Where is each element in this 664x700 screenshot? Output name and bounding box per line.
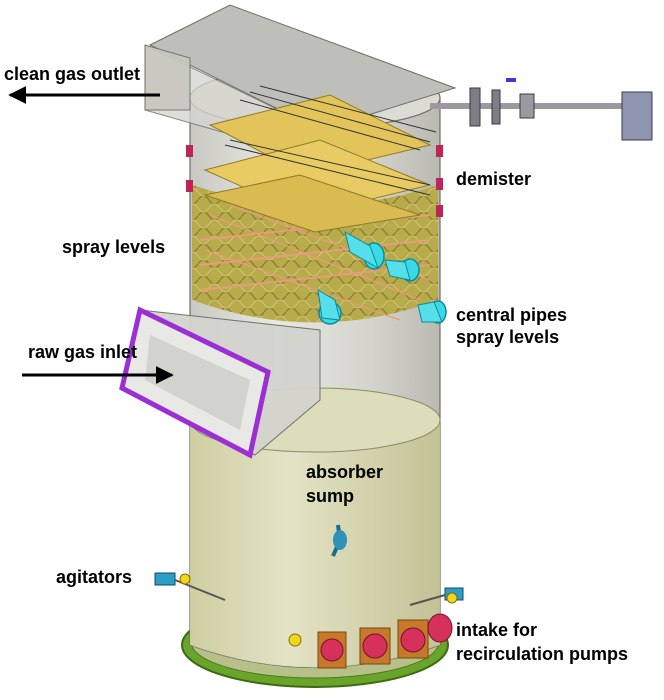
label-intake-line2: recirculation pumps — [456, 644, 629, 664]
measurement-probe — [430, 78, 653, 141]
label-central-pipes-line1: central pipes — [456, 305, 568, 325]
label-raw-gas-inlet: raw gas inlet — [28, 342, 138, 362]
label-intake-line1: intake for — [456, 620, 538, 640]
label-agitators: agitators — [56, 567, 133, 587]
flow-arrows — [8, 86, 174, 384]
inlet-duct — [119, 306, 321, 459]
shell-flanges — [186, 145, 443, 217]
label-absorber-line2: sump — [306, 486, 355, 506]
label-spray-levels: spray levels — [62, 237, 166, 257]
label-absorber-line1: absorber — [306, 462, 384, 482]
demister-plates — [203, 85, 437, 233]
pump-intakes — [288, 613, 453, 669]
agitators — [154, 524, 464, 606]
label-clean-gas-outlet: clean gas outlet — [4, 64, 141, 84]
label-demister: demister — [456, 169, 532, 189]
spray-nozzles — [317, 230, 447, 325]
label-central-pipes-line2: spray levels — [456, 327, 560, 347]
